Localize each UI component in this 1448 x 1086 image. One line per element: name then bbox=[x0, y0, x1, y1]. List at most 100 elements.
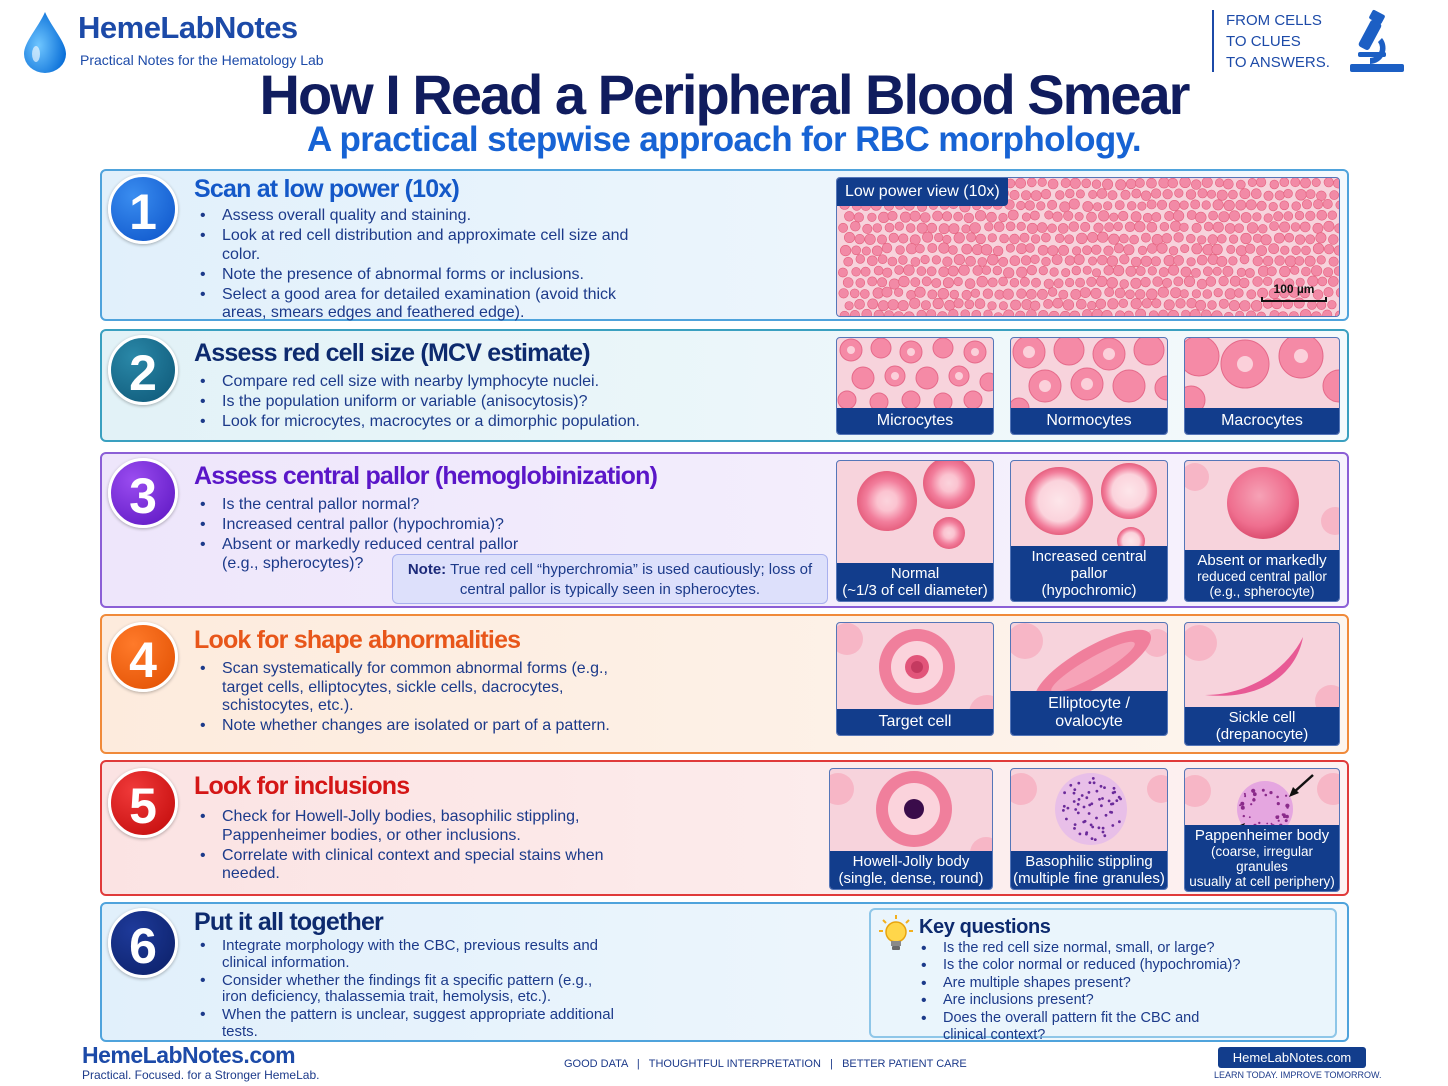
key-question: Is the color normal or reduced (hypochro… bbox=[919, 957, 1329, 975]
step-1-panel: 1 Scan at low power (10x) Assess overall… bbox=[100, 169, 1349, 321]
step-bullets: Is the central pallor normal? Increased … bbox=[198, 496, 558, 575]
step-bullets: Assess overall quality and staining. Loo… bbox=[198, 207, 638, 324]
scale-bar: 100 µm bbox=[1261, 282, 1327, 302]
spherocyte-illustration bbox=[1185, 463, 1339, 539]
scale-label: 100 µm bbox=[1273, 282, 1315, 296]
motto-line: TO CLUES bbox=[1226, 33, 1301, 50]
step-title: Put it all together bbox=[194, 908, 384, 936]
bullet: Correlate with clinical context and spec… bbox=[198, 847, 618, 884]
droplet-icon bbox=[24, 12, 66, 73]
note-text: True red cell “hyperchromia” is used cau… bbox=[450, 561, 813, 598]
brand-logo: HemeLabNotes Practical Notes for the Hem… bbox=[22, 8, 342, 74]
caption-line: (e.g., spherocyte) bbox=[1209, 584, 1315, 599]
step-3-panel: 3 Assess central pallor (hemoglobinizati… bbox=[100, 452, 1349, 608]
image-caption: Normal (~1/3 of cell diameter) bbox=[837, 563, 993, 601]
step-title: Assess red cell size (MCV estimate) bbox=[194, 339, 591, 367]
footer-values: GOOD DATA | THOUGHTFUL INTERPRETATION | … bbox=[564, 1058, 967, 1070]
key-questions-title: Key questions bbox=[919, 916, 1051, 938]
caption-line: (coarse, irregular granules bbox=[1210, 844, 1314, 874]
hypochromic-image: Increased central pallor (hypochromic) bbox=[1010, 460, 1168, 602]
footer-site[interactable]: HemeLabNotes.com bbox=[82, 1042, 296, 1068]
motto-line: TO ANSWERS. bbox=[1226, 54, 1330, 71]
image-caption: Pappenheimer body (coarse, irregular gra… bbox=[1185, 825, 1339, 891]
bullet: Look at red cell distribution and approx… bbox=[198, 227, 638, 264]
bullet: Assess overall quality and staining. bbox=[198, 207, 638, 226]
footer-badge[interactable]: HemeLabNotes.com bbox=[1218, 1047, 1366, 1068]
elliptocyte-illustration bbox=[1011, 623, 1167, 705]
normal-pallor-image: Normal (~1/3 of cell diameter) bbox=[836, 460, 994, 602]
image-caption: Basophilic stippling (multiple fine gran… bbox=[1011, 851, 1167, 889]
image-caption: Elliptocyte / ovalocyte bbox=[1011, 691, 1167, 735]
normocytes-image: Normocytes bbox=[1010, 337, 1168, 435]
step-number: 5 bbox=[108, 768, 178, 838]
caption-line: (single, dense, round) bbox=[838, 870, 984, 887]
caption-line: Basophilic stippling bbox=[1025, 853, 1153, 870]
image-caption: Sickle cell (drepanocyte) bbox=[1185, 707, 1339, 745]
page-title: How I Read a Peripheral Blood Smear bbox=[259, 63, 1191, 126]
image-caption: Increased central pallor (hypochromic) bbox=[1011, 546, 1167, 601]
bullet: Integrate morphology with the CBC, previ… bbox=[198, 937, 618, 971]
image-caption: Normocytes bbox=[1011, 408, 1167, 434]
image-caption: Macrocytes bbox=[1185, 408, 1339, 434]
caption-line: (~1/3 of cell diameter) bbox=[842, 582, 988, 599]
pappenheimer-image: Pappenheimer body (coarse, irregular gra… bbox=[1184, 768, 1340, 892]
caption-line: usually at cell periphery) bbox=[1189, 874, 1335, 889]
motto: FROM CELLS TO CLUES TO ANSWERS. bbox=[1212, 10, 1337, 72]
bullet: When the pattern is unclear, suggest app… bbox=[198, 1007, 618, 1040]
caption-line: Normal bbox=[890, 565, 940, 582]
bullet: Look for microcytes, macrocytes or a dim… bbox=[198, 413, 758, 432]
key-question: Are inclusions present? bbox=[919, 992, 1329, 1010]
image-caption: Howell-Jolly body (single, dense, round) bbox=[830, 851, 992, 889]
step-bullets: Scan systematically for common abnormal … bbox=[198, 660, 648, 737]
step-bullets: Integrate morphology with the CBC, previ… bbox=[198, 937, 618, 1042]
motto-line: FROM CELLS bbox=[1226, 12, 1322, 29]
step-title: Look for inclusions bbox=[194, 772, 410, 800]
microcytes-illustration bbox=[837, 338, 993, 412]
key-questions-list: Is the red cell size normal, small, or l… bbox=[919, 940, 1329, 1044]
step-title: Scan at low power (10x) bbox=[194, 175, 460, 203]
step-bullets: Check for Howell-Jolly bodies, basophili… bbox=[198, 808, 618, 885]
key-questions-box: Key questions Is the red cell size norma… bbox=[869, 908, 1337, 1043]
step-number: 1 bbox=[108, 174, 178, 244]
microcytes-image: Microcytes bbox=[836, 337, 994, 435]
bullet: Absent or markedly reduced central pallo… bbox=[198, 536, 558, 573]
howell-jolly-image: Howell-Jolly body (single, dense, round) bbox=[829, 768, 993, 890]
step-6-panel: 6 Put it all together Integrate morpholo… bbox=[100, 902, 1349, 1043]
bullet: Check for Howell-Jolly bodies, basophili… bbox=[198, 808, 618, 845]
normocytes-illustration bbox=[1011, 338, 1167, 419]
caption-line: Pappenheimer body bbox=[1194, 827, 1330, 844]
brand-tagline: Practical Notes for the Hematology Lab bbox=[80, 52, 324, 68]
bullet: Scan systematically for common abnormal … bbox=[198, 660, 648, 716]
image-caption: Microcytes bbox=[837, 408, 993, 434]
pallor-note: Note: True red cell “hyperchromia” is us… bbox=[392, 554, 828, 604]
image-caption: Target cell bbox=[837, 709, 993, 735]
bullet: Is the central pallor normal? bbox=[198, 496, 558, 515]
step-2-panel: 2 Assess red cell size (MCV estimate) Co… bbox=[100, 329, 1349, 442]
bullet: Note whether changes are isolated or par… bbox=[198, 717, 648, 736]
microscope-icon bbox=[1350, 10, 1404, 72]
footer-subtitle: Practical. Focused. for a Stronger HemeL… bbox=[82, 1068, 320, 1082]
note-label: Note: bbox=[407, 561, 447, 578]
key-question: Is the red cell size normal, small, or l… bbox=[919, 940, 1329, 958]
elliptocyte-image: Elliptocyte / ovalocyte bbox=[1010, 622, 1168, 736]
caption-line: Sickle cell bbox=[1228, 709, 1296, 726]
image-label: Low power view (10x) bbox=[837, 178, 1008, 206]
step-5-panel: 5 Look for inclusions Check for Howell-J… bbox=[100, 760, 1349, 896]
image-caption: Absent or markedly reduced central pallo… bbox=[1185, 550, 1339, 601]
bullet: Select a good area for detailed examinat… bbox=[198, 286, 638, 323]
spherocyte-image: Absent or markedly reduced central pallo… bbox=[1184, 460, 1340, 602]
key-question: Does the overall pattern fit the CBC and… bbox=[919, 1010, 1209, 1045]
caption-line: Increased central pallor bbox=[1031, 548, 1147, 582]
bullet: Increased central pallor (hypochromia)? bbox=[198, 516, 558, 535]
bullet: Compare red cell size with nearby lympho… bbox=[198, 373, 758, 392]
normal-pallor-illustration bbox=[857, 461, 975, 549]
step-bullets: Compare red cell size with nearby lympho… bbox=[198, 373, 758, 433]
target-cell-image: Target cell bbox=[836, 622, 994, 736]
step-number: 3 bbox=[108, 458, 178, 528]
step-number: 6 bbox=[108, 908, 178, 978]
step-title: Look for shape abnormalities bbox=[194, 626, 521, 654]
key-question: Are multiple shapes present? bbox=[919, 975, 1329, 993]
caption-line: Howell-Jolly body bbox=[852, 853, 970, 870]
caption-line: (multiple fine granules) bbox=[1013, 870, 1165, 887]
sickle-cell-image: Sickle cell (drepanocyte) bbox=[1184, 622, 1340, 746]
